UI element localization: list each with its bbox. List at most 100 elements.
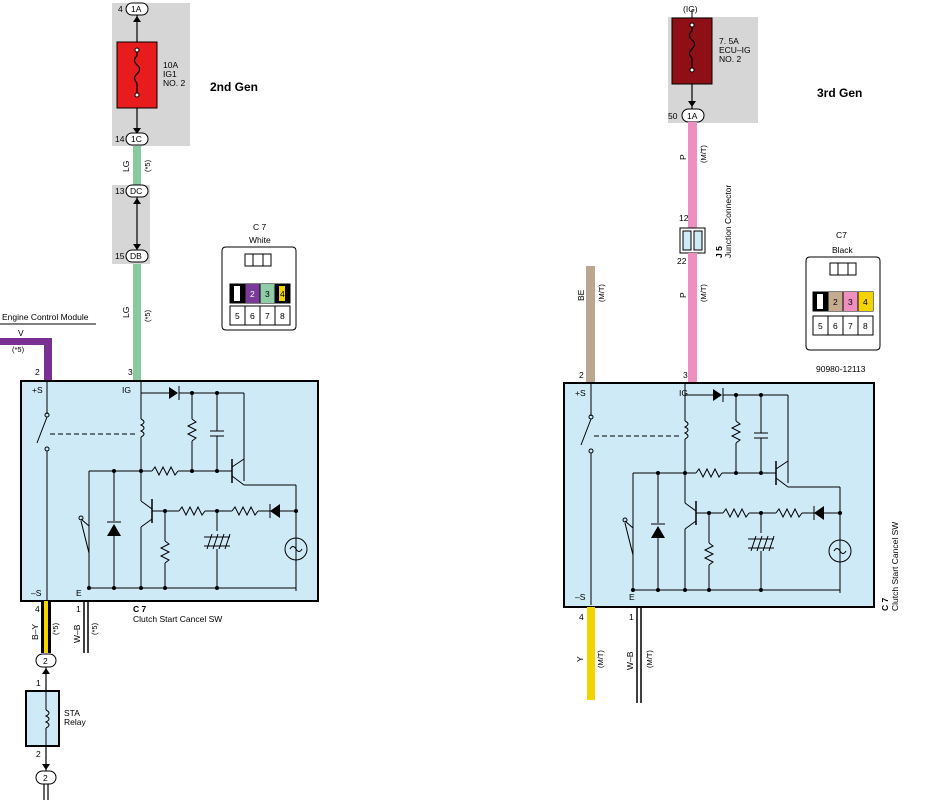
gen3-pin-2 xyxy=(828,292,843,311)
gen3-jc-name: Junction Connector xyxy=(723,185,733,258)
gen2-fuse-name-2: NO. 2 xyxy=(163,78,185,88)
gen2-conn-db-pin: 15 xyxy=(115,251,125,261)
svg-text:P: P xyxy=(678,292,688,298)
gen3-p-wire-bottom xyxy=(688,253,697,383)
gen3-pin-3 xyxy=(843,292,858,311)
gen2-switch-code: C 7 xyxy=(133,604,147,614)
gen2-switch-name: Clutch Start Cancel SW xyxy=(133,614,222,624)
svg-text:2: 2 xyxy=(579,370,584,380)
svg-text:(*5): (*5) xyxy=(90,622,99,635)
gen2-fuse-name-1: IG1 xyxy=(163,69,177,79)
gen2-conn-db-label: DB xyxy=(130,251,142,261)
gen2-wire-top-color: LG xyxy=(121,161,131,172)
gen2-relay-name-1: STA xyxy=(64,708,80,718)
svg-text:4: 4 xyxy=(579,612,584,622)
svg-text:Y: Y xyxy=(575,656,585,662)
svg-text:(M/T): (M/T) xyxy=(699,145,708,163)
gen2-diagram: 2nd Gen 1A 4 10A IG1 NO. 2 1C 14 LG (*5) xyxy=(0,2,319,800)
gen3-part-number: 90980-12113 xyxy=(816,364,866,374)
gen2-term-s-minus: –S xyxy=(31,588,42,598)
gen3-wire-wb: W–B xyxy=(625,651,635,670)
svg-text:6: 6 xyxy=(250,311,255,321)
gen2-relay-bottom-conn xyxy=(35,770,57,785)
gen3-fuse-circuit: (IG) xyxy=(683,4,698,14)
gen3-jc-code: J 5 xyxy=(714,246,724,258)
gen2-ecm-label: Engine Control Module xyxy=(2,312,89,322)
gen2-wire-top-note: (*5) xyxy=(143,159,152,172)
gen3-connector-color: Black xyxy=(832,245,854,255)
gen2-lg-wire-top xyxy=(133,146,141,185)
svg-text:6: 6 xyxy=(833,321,838,331)
gen3-switch-code: C 7 xyxy=(880,598,890,612)
gen2-wire-mid-color: LG xyxy=(121,307,131,318)
gen2-connector-view: C 7 White 1 2 3 4 5 6 7 xyxy=(221,222,297,331)
svg-text:1: 1 xyxy=(36,678,41,688)
gen2-conn-1a-pin: 4 xyxy=(118,4,123,14)
gen3-connector-view: C7 Black 1 2 3 4 5 6 7 8 xyxy=(805,230,881,374)
gen3-y-wire xyxy=(587,607,595,700)
svg-text:P: P xyxy=(678,154,688,160)
svg-text:12: 12 xyxy=(679,213,689,223)
gen3-fuse-name-1: ECU–IG xyxy=(719,45,751,55)
gen2-clutch-switch-box xyxy=(20,380,319,602)
svg-text:5: 5 xyxy=(818,321,823,331)
svg-text:3: 3 xyxy=(128,367,133,377)
gen2-pin-3 xyxy=(260,284,275,303)
gen3-be-wire xyxy=(586,266,595,383)
gen2-conn-1a-label: 1A xyxy=(131,4,142,14)
gen3-term-s-minus: –S xyxy=(575,592,586,602)
svg-text:2: 2 xyxy=(36,749,41,759)
gen3-fuse-rating: 7. 5A xyxy=(719,36,739,46)
svg-text:(M/T): (M/T) xyxy=(645,650,654,668)
svg-text:3: 3 xyxy=(683,370,688,380)
gen2-conn-1a xyxy=(125,2,149,16)
gen2-ecm-wire-color: V xyxy=(18,328,24,338)
gen3-switch-name: Clutch Start Cancel SW xyxy=(890,522,900,611)
svg-text:2: 2 xyxy=(43,773,48,783)
svg-text:3: 3 xyxy=(848,297,853,307)
svg-text:4: 4 xyxy=(35,604,40,614)
svg-text:(*5): (*5) xyxy=(51,622,60,635)
svg-text:5: 5 xyxy=(235,311,240,321)
svg-text:8: 8 xyxy=(863,321,868,331)
gen2-fuse-rating: 10A xyxy=(163,60,178,70)
svg-text:3: 3 xyxy=(265,289,270,299)
svg-text:(M/T): (M/T) xyxy=(597,284,606,302)
svg-text:4: 4 xyxy=(863,297,868,307)
gen2-wire-by: B–Y xyxy=(30,624,40,640)
gen2-sta-relay xyxy=(25,690,60,747)
gen2-heading: 2nd Gen xyxy=(210,80,258,94)
svg-text:1: 1 xyxy=(235,289,240,299)
svg-text:2: 2 xyxy=(35,367,40,377)
gen2-conn-1c-pin: 14 xyxy=(115,134,125,144)
gen2-conn-dc-pin: 13 xyxy=(115,186,125,196)
gen2-ecm-wire-note: (*5) xyxy=(12,345,25,354)
gen2-lg-wire-mid xyxy=(133,264,141,381)
gen2-pin-2 xyxy=(245,284,260,303)
gen2-connector-code: C 7 xyxy=(253,222,267,232)
gen2-conn-db xyxy=(125,249,149,263)
svg-text:1: 1 xyxy=(629,612,634,622)
svg-text:2: 2 xyxy=(250,289,255,299)
gen3-diagram: 3rd Gen (IG) 7. 5A ECU–IG NO. 2 1A 50 P … xyxy=(563,4,900,703)
svg-text:(M/T): (M/T) xyxy=(596,650,605,668)
svg-text:7: 7 xyxy=(265,311,270,321)
gen2-conn-1c xyxy=(125,132,149,146)
svg-text:(M/T): (M/T) xyxy=(699,284,708,302)
gen2-term-ig: IG xyxy=(122,385,131,395)
gen2-wire-wb: W–B xyxy=(72,624,82,643)
gen2-relay-name-2: Relay xyxy=(64,717,86,727)
gen2-term-e: E xyxy=(76,588,82,598)
svg-text:50: 50 xyxy=(668,111,678,121)
gen3-p-wire-top xyxy=(688,122,697,228)
gen2-v-wire xyxy=(0,338,52,345)
gen2-connector-color: White xyxy=(249,235,271,245)
svg-text:4: 4 xyxy=(280,289,285,299)
gen3-fuse-icon xyxy=(671,17,713,85)
svg-text:1A: 1A xyxy=(687,111,698,121)
svg-text:2: 2 xyxy=(43,656,48,666)
svg-text:7: 7 xyxy=(848,321,853,331)
gen2-term-s-plus: +S xyxy=(32,385,43,395)
svg-text:1: 1 xyxy=(76,604,81,614)
